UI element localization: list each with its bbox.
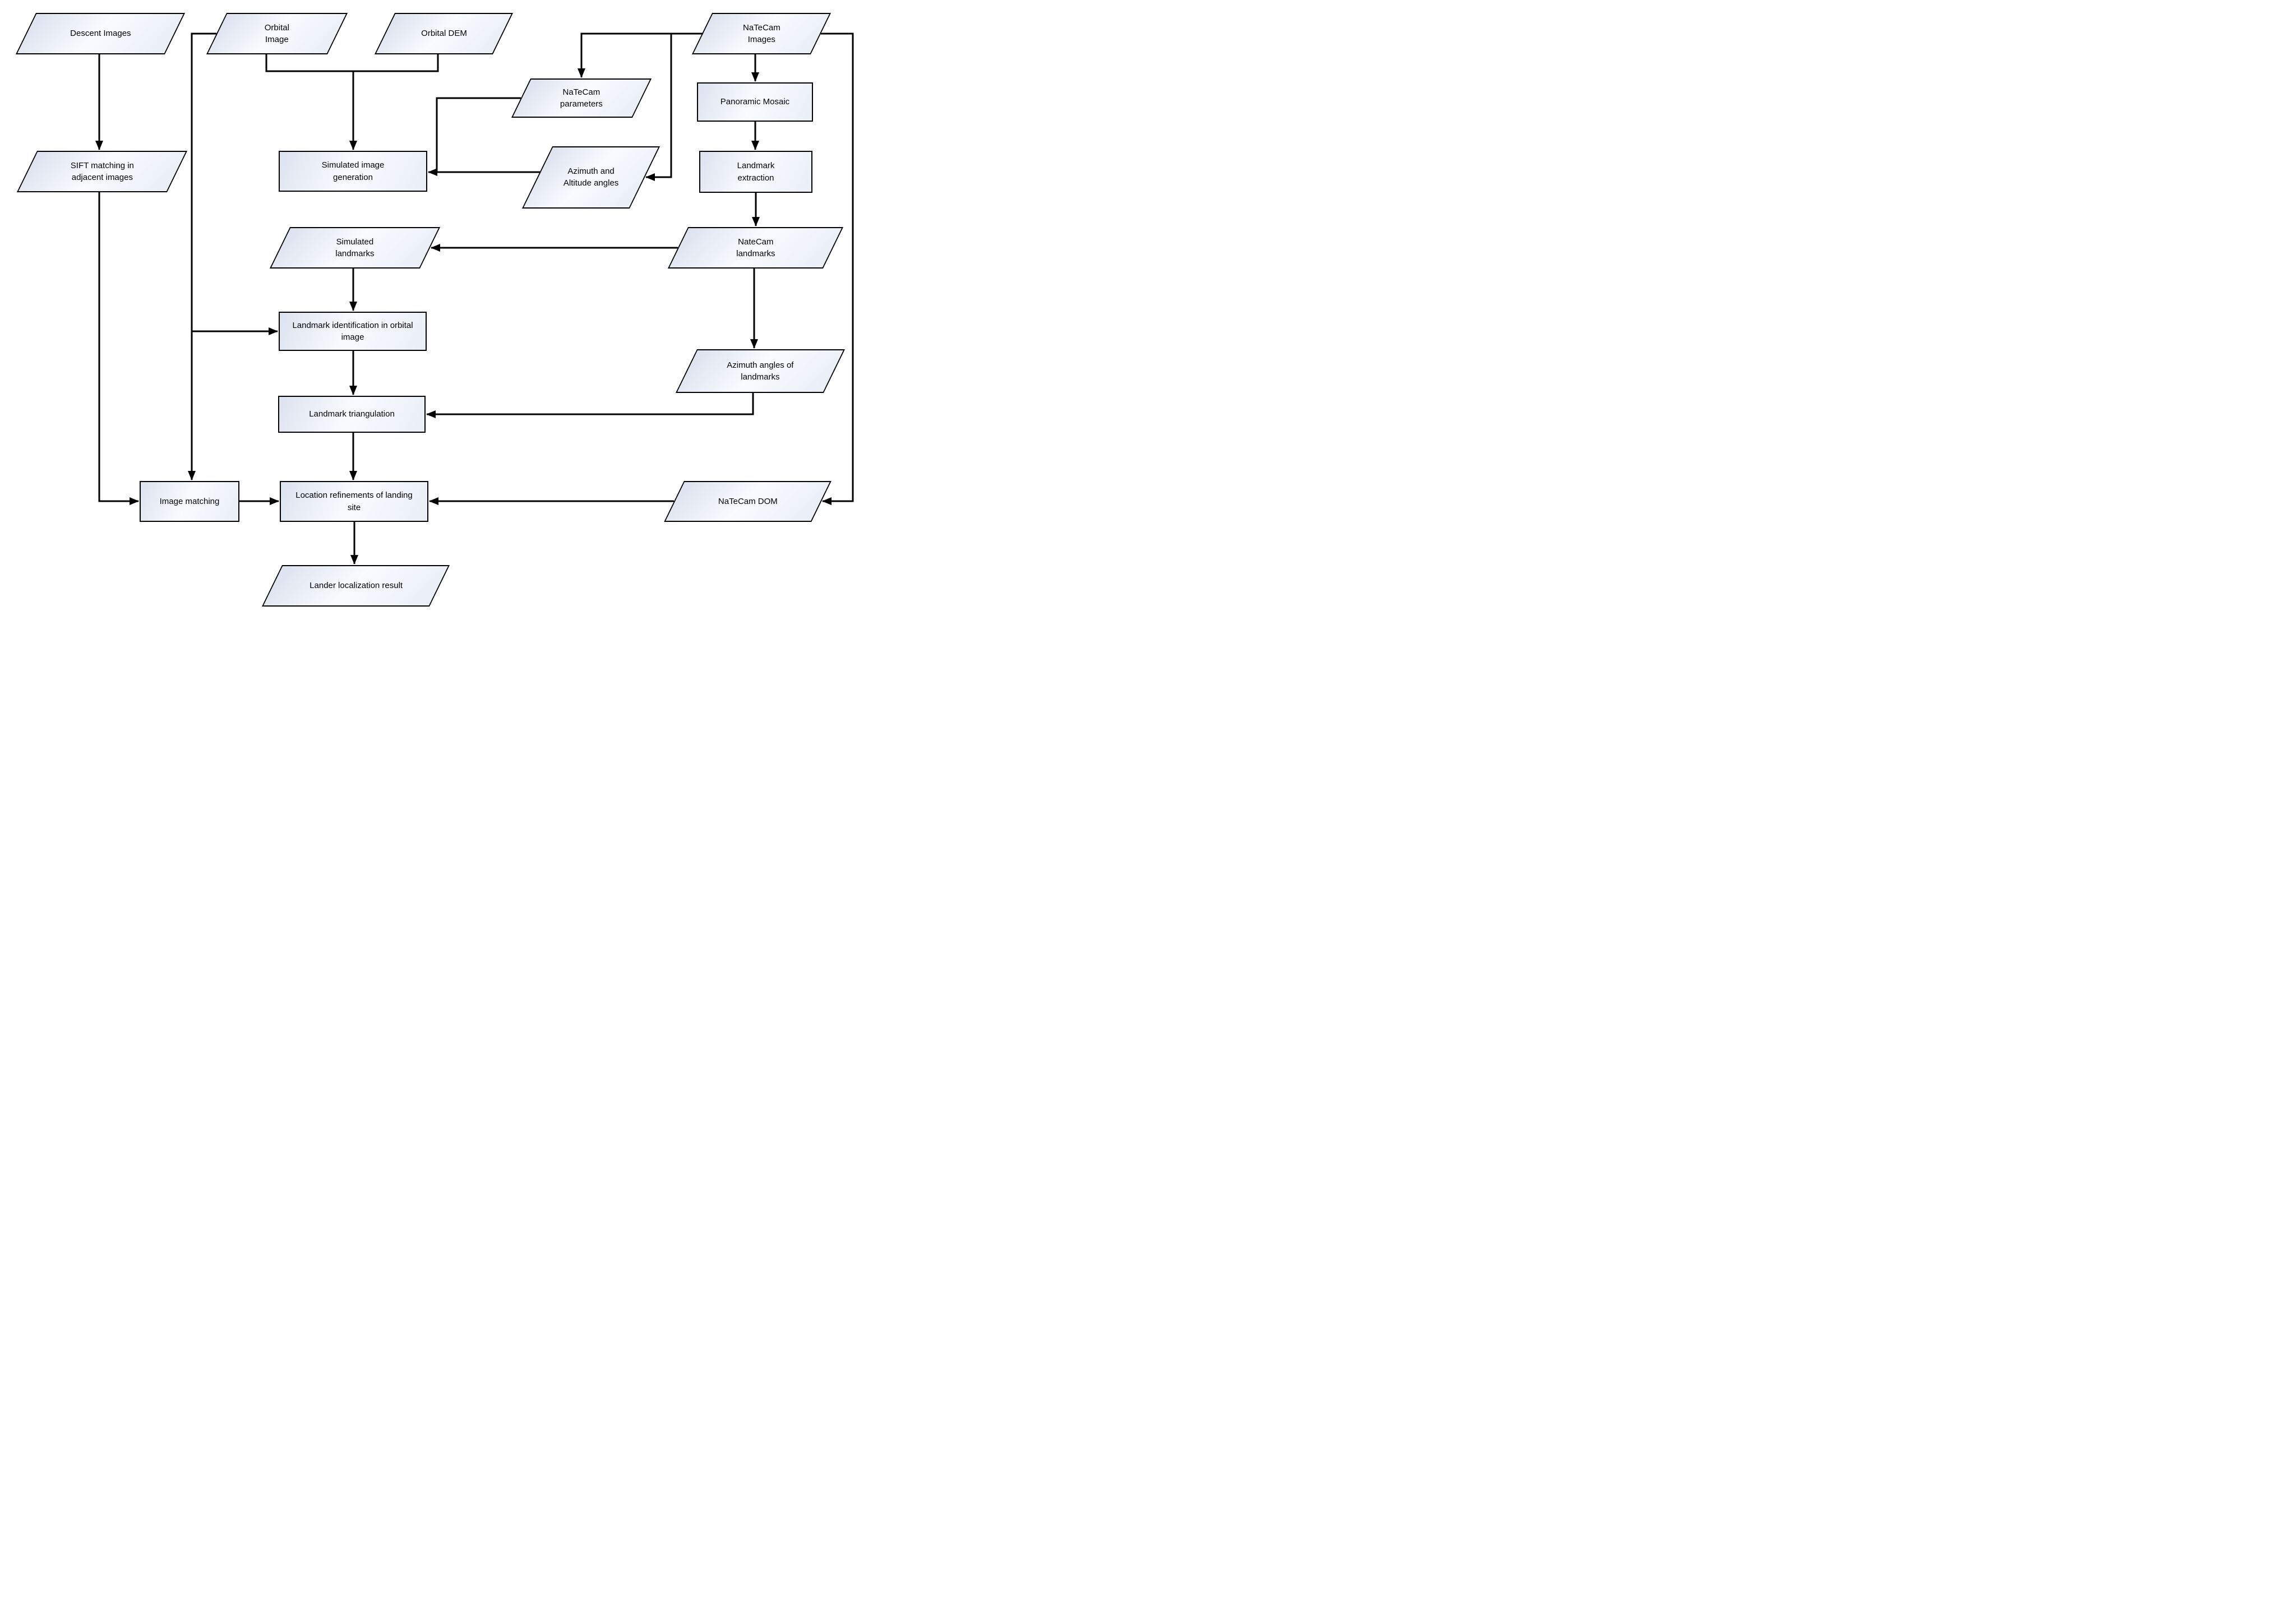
node-label: NaTeCam parameters xyxy=(560,87,603,109)
node-label: Azimuth angles of landmarks xyxy=(727,360,794,382)
node-simulated-landmarks: Simulated landmarks xyxy=(269,227,441,269)
node-label: Landmark extraction xyxy=(737,161,775,183)
node-label: NaTeCam Images xyxy=(742,22,780,44)
edge-natecam-images-to-natecam-parameters xyxy=(578,33,704,78)
node-location-refinements: Location refinements of landing site xyxy=(280,481,428,522)
node-landmark-identification: Landmark identification in orbital image xyxy=(279,312,427,351)
node-label: NaTeCam DOM xyxy=(718,496,778,506)
node-landmark-triangulation: Landmark triangulation xyxy=(278,396,426,433)
flowchart-canvas: Descent Images Orbital Image Orbital DEM… xyxy=(0,0,865,613)
node-orbital-dem: Orbital DEM xyxy=(374,13,514,54)
node-label: Simulated image generation xyxy=(321,160,385,182)
node-label: Lander localization result xyxy=(309,581,403,591)
node-natecam-dom: NaTeCam DOM xyxy=(664,481,832,522)
edge-natecam-images-to-azimuth-altitude-angles xyxy=(645,34,672,181)
node-orbital-image: Orbital Image xyxy=(206,13,348,54)
node-label: Landmark triangulation xyxy=(309,409,395,419)
node-natecam-images: NaTeCam Images xyxy=(691,13,832,54)
node-label: NateCam landmarks xyxy=(736,237,775,258)
edge-azimuth-angles-to-triangulation xyxy=(426,393,754,418)
node-label: Azimuth and Altitude angles xyxy=(563,166,619,188)
node-lander-localization-result: Lander localization result xyxy=(261,565,450,607)
node-azimuth-angles-of-landmarks: Azimuth angles of landmarks xyxy=(675,349,846,393)
node-natecam-parameters: NaTeCam parameters xyxy=(511,78,652,118)
edge-orbital-image-down-branch xyxy=(188,33,216,480)
node-label: Image matching xyxy=(159,496,220,506)
edge-natecam-images-to-natecam-dom xyxy=(821,33,854,505)
connector-layer xyxy=(95,33,854,565)
node-panoramic-mosaic: Panoramic Mosaic xyxy=(697,82,813,122)
node-label: SIFT matching in adjacent images xyxy=(70,160,134,182)
edge-natecam-parameters-merge xyxy=(436,97,521,172)
node-label: Location refinements of landing site xyxy=(295,491,413,512)
node-label: Panoramic Mosaic xyxy=(720,97,790,107)
edge-sift-matching-to-image-matching xyxy=(98,192,139,505)
edge-orbital-image-orbital-dem-junction xyxy=(265,54,439,72)
node-sift-matching: SIFT matching in adjacent images xyxy=(16,151,188,192)
node-label: Orbital DEM xyxy=(421,29,467,39)
node-label: Simulated landmarks xyxy=(335,237,375,258)
node-descent-images: Descent Images xyxy=(15,13,186,54)
node-landmark-extraction: Landmark extraction xyxy=(699,151,812,193)
node-label: Orbital Image xyxy=(264,22,290,44)
node-label: Landmark identification in orbital image xyxy=(292,320,413,342)
node-label: Descent Images xyxy=(70,29,131,39)
node-simulated-image-generation: Simulated image generation xyxy=(279,151,427,192)
node-natecam-landmarks: NateCam landmarks xyxy=(667,227,844,269)
node-image-matching: Image matching xyxy=(140,481,239,522)
